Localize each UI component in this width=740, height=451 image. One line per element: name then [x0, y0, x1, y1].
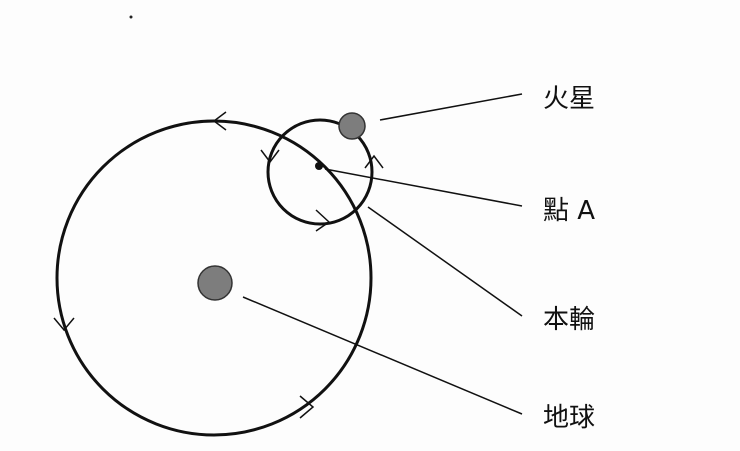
scan-speck: [129, 15, 133, 19]
epicycle-label: 本輪: [543, 305, 596, 335]
earth-leader-line: [242, 296, 523, 415]
mars-label: 火星: [543, 84, 596, 114]
epicycle-leader-line: [367, 206, 523, 317]
earth-label: 地球: [543, 403, 596, 433]
epicycle-circle: [266, 118, 374, 226]
point-a-dot: [315, 162, 323, 170]
point-a-leader-line: [324, 168, 523, 207]
epicycle-arrow-left: [260, 149, 280, 164]
deferent-arrow-top: [212, 111, 227, 131]
deferent-arrow-left: [53, 317, 75, 332]
deferent-arrow-bottom: [299, 395, 315, 419]
mars-leader-line: [379, 93, 523, 121]
point-a-label: 點 A: [543, 196, 596, 226]
epicycle-arrow-right: [364, 154, 384, 169]
earth-body: [197, 265, 233, 301]
epicycle-arrow-bottom: [315, 209, 331, 232]
mars-body: [338, 112, 366, 140]
